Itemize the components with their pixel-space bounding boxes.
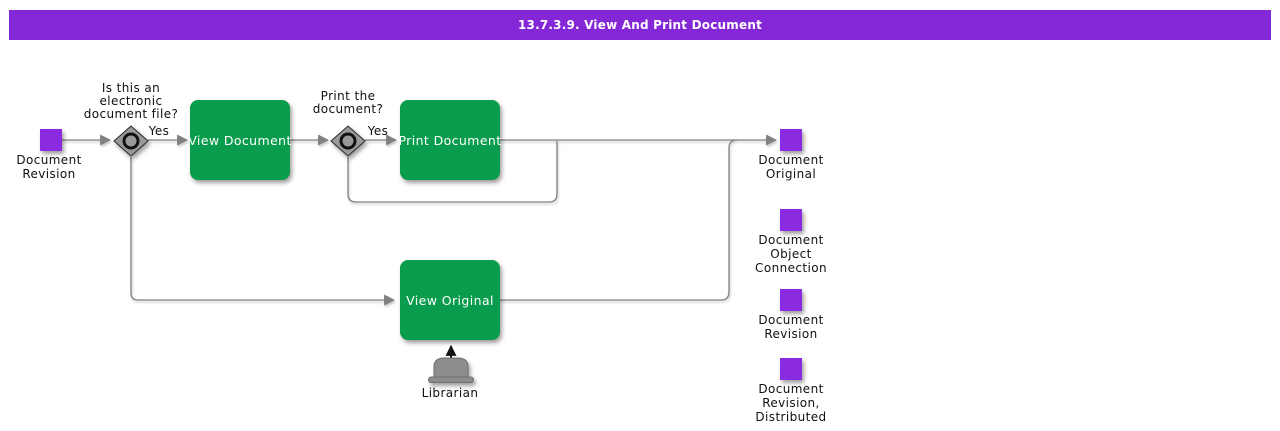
decision1-question-2: electronic bbox=[100, 94, 163, 108]
document-revision-out-label-1: Document bbox=[758, 313, 823, 327]
document-object-connection-icon bbox=[780, 209, 802, 231]
decision1-question-1: Is this an bbox=[102, 81, 160, 95]
entity-document-original: Document Original bbox=[758, 129, 823, 181]
decision1-diamond-icon bbox=[113, 125, 149, 157]
view-original-label: View Original bbox=[406, 293, 494, 308]
page-title: 13.7.3.9. View And Print Document bbox=[517, 18, 763, 32]
document-object-connection-label-3: Connection bbox=[755, 261, 827, 275]
decision1-ring-icon bbox=[122, 132, 140, 150]
document-revision-out-icon bbox=[780, 289, 802, 311]
document-revision-distributed-label-3: Distributed bbox=[755, 410, 826, 424]
entity-document-revision-out: Document Revision bbox=[758, 289, 823, 341]
document-revision-distributed-label-2: Revision, bbox=[762, 396, 820, 410]
edge-decision1-no-to-vieworiginal bbox=[130, 157, 396, 306]
decision-electronic-file: Is this an electronic document file? bbox=[84, 81, 179, 157]
edge-decision2-no-bypass bbox=[347, 141, 558, 203]
entity-document-object-connection: Document Object Connection bbox=[755, 209, 827, 275]
edges-layer bbox=[62, 134, 778, 306]
document-revision-distributed-label-1: Document bbox=[758, 382, 823, 396]
decision2-question-2: document? bbox=[313, 102, 384, 116]
decision2-ring-icon bbox=[339, 132, 357, 150]
document-original-label-2: Original bbox=[766, 167, 816, 181]
view-original-box[interactable] bbox=[400, 260, 500, 340]
document-revision-distributed-icon bbox=[780, 358, 802, 380]
view-document-box[interactable] bbox=[190, 100, 290, 180]
decision2-question-1: Print the bbox=[321, 89, 376, 103]
decision-print-document: Print the document? bbox=[313, 89, 384, 157]
print-document-box[interactable] bbox=[400, 100, 500, 180]
document-original-icon bbox=[780, 129, 802, 151]
guard-label-yes-2: Yes bbox=[367, 124, 389, 138]
entity-document-revision-distributed: Document Revision, Distributed bbox=[755, 358, 826, 424]
actor-librarian: Librarian bbox=[422, 344, 479, 400]
view-document-label: View Document bbox=[188, 133, 292, 148]
entity-document-revision-start: Document Revision bbox=[16, 129, 81, 181]
document-object-connection-label-2: Object bbox=[770, 247, 811, 261]
task-view-document[interactable]: View Document bbox=[188, 100, 292, 180]
document-revision-out-label-2: Revision bbox=[764, 327, 817, 341]
decision1-question-3: document file? bbox=[84, 107, 179, 121]
document-object-connection-label-1: Document bbox=[758, 233, 823, 247]
document-revision-start-label-1: Document bbox=[16, 153, 81, 167]
document-original-label-1: Document bbox=[758, 153, 823, 167]
task-print-document[interactable]: Print Document bbox=[398, 100, 501, 180]
document-revision-start-icon bbox=[40, 129, 62, 151]
librarian-label: Librarian bbox=[422, 386, 479, 400]
edge-vieworiginal-to-docoriginal bbox=[500, 139, 738, 301]
decision2-diamond-icon bbox=[330, 125, 366, 157]
print-document-label: Print Document bbox=[398, 133, 501, 148]
document-revision-start-label-2: Revision bbox=[22, 167, 75, 181]
librarian-hat-icon bbox=[428, 357, 474, 383]
guard-label-yes-1: Yes bbox=[148, 124, 170, 138]
task-view-original[interactable]: View Original bbox=[400, 260, 500, 340]
title-bar: 13.7.3.9. View And Print Document bbox=[9, 10, 1271, 40]
